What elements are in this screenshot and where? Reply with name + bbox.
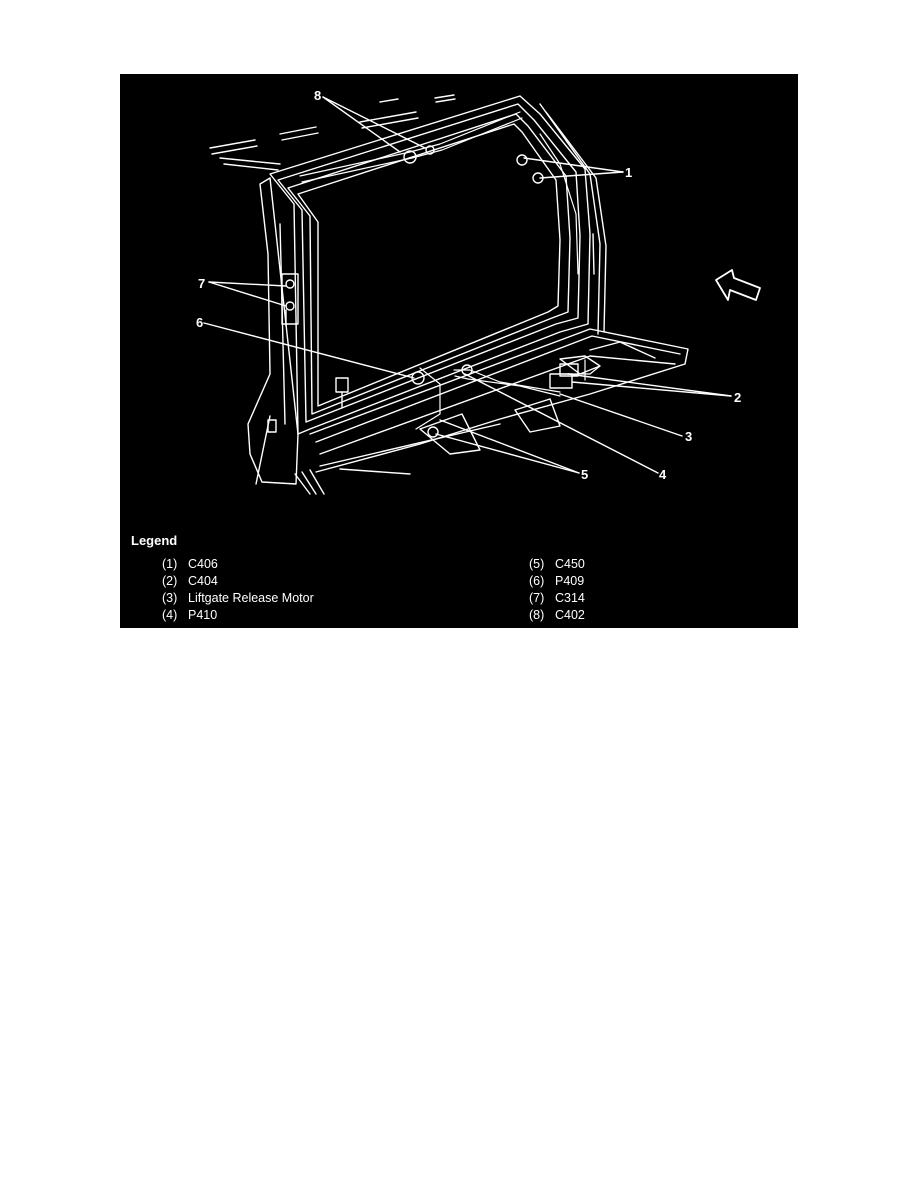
legend-item: (5) C450	[529, 556, 585, 573]
legend-item-number: (7)	[529, 591, 545, 605]
legend-item-number: (6)	[529, 574, 545, 588]
callout-7: 7	[198, 276, 205, 291]
callout-3: 3	[685, 429, 692, 444]
connector-c402-b	[425, 145, 435, 155]
liftgate-wiring-illustration: 8 1 7 6 2 3 5 4	[196, 88, 761, 495]
left-body-pillar	[247, 177, 299, 485]
legend-item-number: (8)	[529, 608, 545, 622]
wiring-diagram-figure: 8 1 7 6 2 3 5 4 Legend (1) C406 (2) C404 (…	[120, 74, 798, 628]
legend-item: (8) C402	[529, 607, 585, 624]
direction-arrow-icon	[715, 269, 761, 301]
legend-column-right: (5) C450 (6) P409 (7) C314 (8) C402	[529, 556, 585, 624]
legend-item: (3) Liftgate Release Motor	[162, 590, 314, 607]
harness-connectors	[335, 145, 579, 438]
liftgate-opening-frame	[269, 95, 591, 435]
legend-item-number: (3)	[162, 591, 178, 605]
legend-item-label: C402	[555, 608, 585, 622]
legend-item-label: C314	[555, 591, 585, 605]
callout-leader-lines	[203, 96, 732, 474]
connector-c450-b	[427, 426, 439, 438]
legend-title: Legend	[131, 533, 178, 548]
legend-item-number: (2)	[162, 574, 178, 588]
connector-c402-a	[403, 150, 417, 164]
legend-item: (1) C406	[162, 556, 314, 573]
right-body-edge	[539, 103, 607, 335]
legend-item-label: P410	[188, 608, 218, 622]
callout-1: 1	[625, 165, 632, 180]
callout-8: 8	[314, 88, 321, 103]
connector-c404	[559, 363, 579, 377]
callout-4: 4	[659, 467, 667, 482]
legend-item-label: P409	[555, 574, 585, 588]
legend-item-label: C404	[188, 574, 218, 588]
roof-panel-slats	[209, 94, 456, 171]
legend-item: (7) C314	[529, 590, 585, 607]
legend-column-left: (1) C406 (2) C404 (3) Liftgate Release Moto…	[162, 556, 314, 624]
legend-item: (2) C404	[162, 573, 314, 590]
legend-item-number: (5)	[529, 557, 545, 571]
connector-c406-a	[516, 154, 528, 166]
liftgate-release-motor	[549, 373, 573, 389]
cargo-floor-sill	[294, 328, 689, 495]
callout-6: 6	[196, 315, 203, 330]
callout-2: 2	[734, 390, 741, 405]
legend-item-number: (1)	[162, 557, 178, 571]
legend-item-label: C450	[555, 557, 585, 571]
legend-item: (6) P409	[529, 573, 585, 590]
callout-5: 5	[581, 467, 588, 482]
legend-item-label: C406	[188, 557, 218, 571]
legend-item: (4) P410	[162, 607, 314, 624]
legend-item-label: Liftgate Release Motor	[188, 591, 314, 605]
callout-labels: 8 1 7 6 2 3 5 4	[196, 88, 741, 482]
legend-item-number: (4)	[162, 608, 178, 622]
